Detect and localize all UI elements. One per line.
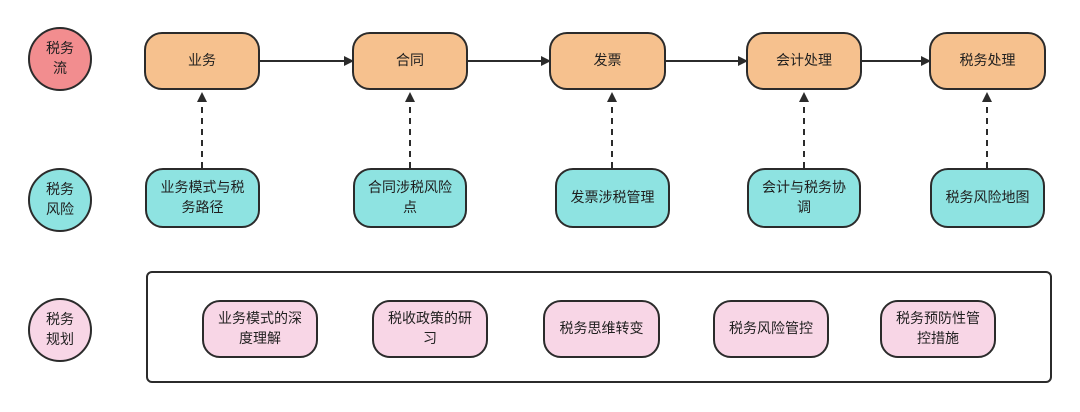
risk-node-risk-map: 税务风险地图 <box>930 168 1045 228</box>
flow-node-contract: 合同 <box>352 32 468 90</box>
risk-node-invoice-management: 发票涉税管理 <box>555 168 670 228</box>
planning-frame <box>146 271 1052 383</box>
row-label-tax-planning: 税务规划 <box>28 298 92 362</box>
risk-node-business-model: 业务模式与税务路径 <box>145 168 260 228</box>
row-label-tax-flow: 税务流 <box>28 27 92 91</box>
plan-node-business-understanding: 业务模式的深度理解 <box>202 300 318 358</box>
risk-node-accounting-coordination: 会计与税务协调 <box>747 168 861 228</box>
flow-node-tax-processing: 税务处理 <box>929 32 1046 90</box>
flow-node-invoice: 发票 <box>549 32 666 90</box>
risk-node-contract-risk: 合同涉税风险点 <box>353 168 467 228</box>
flow-node-accounting: 会计处理 <box>746 32 862 90</box>
plan-node-risk-control: 税务风险管控 <box>713 300 829 358</box>
flow-node-business: 业务 <box>144 32 260 90</box>
plan-node-mindset-change: 税务思维转变 <box>543 300 660 358</box>
plan-node-policy-study: 税收政策的研习 <box>372 300 488 358</box>
plan-node-preventive-measures: 税务预防性管控措施 <box>880 300 996 358</box>
row-label-tax-risk: 税务风险 <box>28 168 92 232</box>
